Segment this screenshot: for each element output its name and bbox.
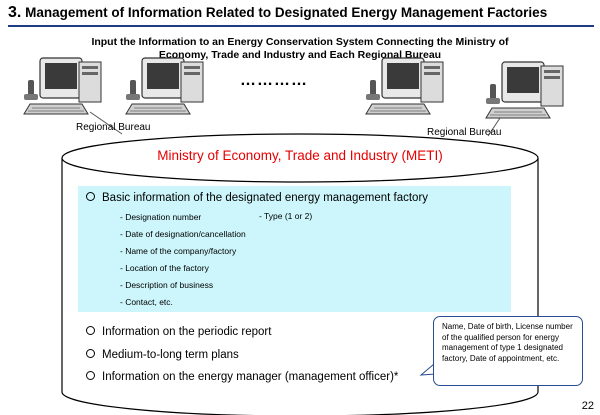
page-title: 3. Management of Information Related to … (8, 4, 592, 22)
list-item: - Name of the company/factory (120, 246, 237, 256)
input-caption: Input the Information to an Energy Conse… (70, 36, 530, 61)
connector-line-right (487, 117, 501, 137)
periodic-report-text: Information on the periodic report (102, 326, 272, 338)
basic-info-header: Basic information of the designated ener… (86, 192, 428, 204)
energy-manager-item: Information on the energy manager (manag… (86, 371, 398, 383)
note-text: Name, Date of birth, License number of t… (442, 322, 573, 363)
circle-bullet-icon (86, 349, 95, 359)
computer-icon (364, 56, 446, 122)
ellipsis: ………… (240, 72, 308, 89)
basic-info-list: - Designation number - Date of designati… (120, 211, 246, 313)
list-item: - Description of business (120, 280, 214, 290)
input-caption-line1: Input the Information to an Energy Conse… (91, 36, 509, 48)
energy-manager-text: Information on the energy manager (manag… (102, 371, 399, 383)
circle-bullet-icon (86, 371, 95, 381)
cylinder-top (61, 133, 539, 183)
basic-info-header-text: Basic information of the designated ener… (102, 192, 429, 204)
type-item: - Type (1 or 2) (259, 211, 313, 221)
title-text: Management of Information Related to Des… (25, 5, 548, 20)
note-callout: Name, Date of birth, License number of t… (433, 316, 583, 386)
regional-bureau-label-right: Regional Bureau (427, 127, 502, 138)
meti-label: Ministry of Economy, Trade and Industry … (157, 148, 443, 163)
title-divider (8, 25, 594, 27)
long-term-plans-item: Medium-to-long term plans (86, 349, 239, 361)
basic-info-box (78, 186, 511, 312)
connector-line-left (89, 111, 123, 135)
input-caption-line2: Economy, Trade and Industry and Each Reg… (158, 48, 442, 61)
periodic-report-item: Information on the periodic report (86, 326, 271, 338)
computer-icon (484, 60, 566, 126)
list-item: - Location of the factory (120, 263, 209, 273)
long-term-plans-text: Medium-to-long term plans (102, 349, 239, 361)
list-item: - Contact, etc. (120, 297, 173, 307)
list-item: - Designation number (120, 212, 202, 222)
title-number: 3. (8, 4, 22, 21)
computer-icon (124, 56, 206, 122)
page-number: 22 (581, 400, 594, 412)
circle-bullet-icon (86, 326, 95, 336)
regional-bureau-label-left: Regional Bureau (76, 122, 151, 133)
list-item: - Date of designation/cancellation (120, 229, 246, 239)
computer-icon (22, 56, 104, 122)
circle-bullet-icon (86, 192, 95, 202)
